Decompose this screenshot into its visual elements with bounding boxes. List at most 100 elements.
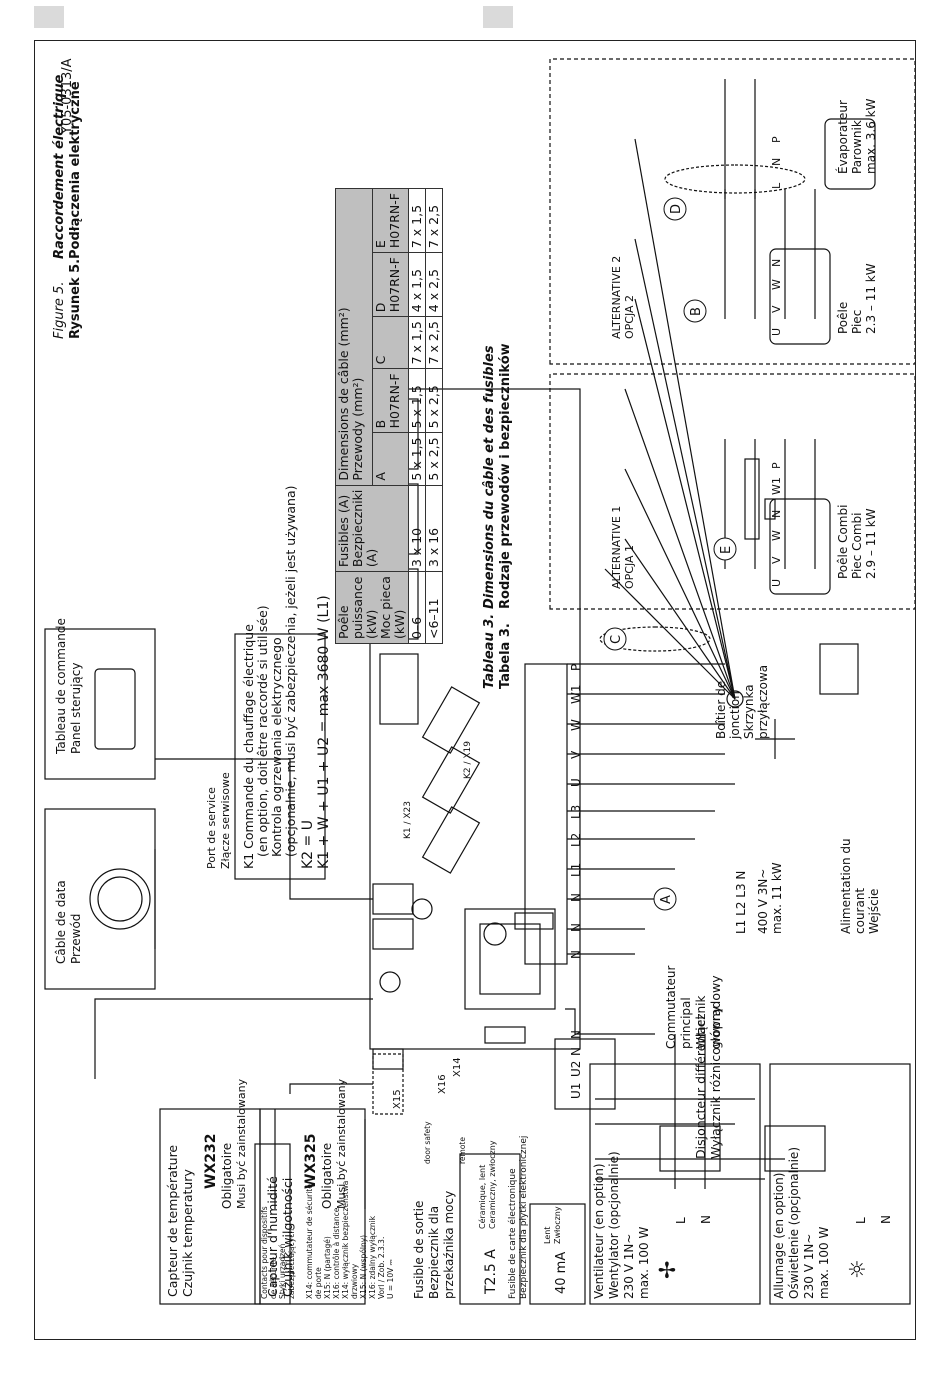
safety-line: drzwiowy: [350, 1263, 359, 1299]
terminal-strip: [524, 663, 568, 965]
alt1-stove-pl: Piec Combi: [850, 513, 864, 579]
x14-label: X14: [452, 1057, 463, 1077]
alt1-pl: OPCJA 1: [623, 545, 636, 589]
k1-pl: Kontrola ogrzewania elektrycznego: [269, 637, 284, 857]
humidity-req-fr: Obligatoire: [320, 1143, 334, 1209]
power-fr2: courant: [853, 888, 867, 934]
table-h-power-line: Poêle: [336, 605, 351, 639]
panel-fr: Tableau de commande: [54, 618, 68, 755]
light-L: L: [854, 1217, 868, 1224]
cell-A: 5 x 2,5: [425, 432, 443, 486]
table-h-fuse: Fusibles (A) Bezpieczniki (A): [335, 485, 409, 572]
fuse-out-type-pl: Ceramiczny, zwłoczny: [488, 1140, 497, 1229]
table-label-pl: Tabela 3.: [498, 623, 513, 689]
callout-D: D: [669, 204, 684, 214]
temperature-pl: Czujnik temperatury: [180, 1169, 195, 1297]
alt1-term: V: [770, 556, 783, 564]
table-h-fuse-line: (A): [364, 548, 379, 568]
table-col-A: A: [372, 432, 409, 486]
fuse-board-type-pl: Zwłoczny: [553, 1206, 562, 1244]
power-spec1: 400 V 3N~: [756, 869, 770, 934]
col-type: H07RN-F: [386, 373, 402, 429]
power-pl: Wejście: [867, 889, 881, 934]
cell-fuse: 3 x 10: [408, 485, 426, 572]
junction-fr2: jonction: [728, 691, 742, 740]
table-h-power-line: (kW): [392, 609, 407, 639]
fuse-board-fr: Fusible de carte électronique: [507, 1168, 518, 1299]
cell-C: 7 x 2,5: [425, 316, 443, 369]
alt2-terminals: U V W N L N P: [770, 136, 783, 336]
safety-line: X14: commutateur de sécurité: [305, 1184, 314, 1299]
page-tab-right: [483, 6, 513, 28]
terminal-N5: N: [569, 1030, 583, 1039]
cell-power: 0–6: [408, 571, 426, 644]
temperature-model: WX232: [203, 1134, 219, 1189]
alt2-range: 2.3 – 11 kW: [864, 263, 878, 334]
fan-spec1: 230 V 1N~: [622, 1234, 636, 1299]
rotated-diagram: Figure 5. Rysunek 5. Raccordement électr…: [35, 41, 915, 1339]
light-pl: Oświetlenie (opcjonalnie): [787, 1147, 801, 1299]
alternative-2-box: [549, 58, 915, 365]
col-type: H07RN-F: [386, 257, 402, 313]
table-h-fuse-line: Bezpieczniki: [350, 489, 365, 568]
control-panel-box: [44, 628, 156, 780]
cell-E: 7 x 1,5: [408, 188, 426, 253]
k2-note: K2 = U: [300, 820, 316, 869]
alt2-term: N: [770, 259, 783, 267]
k2-x19: K2 / X19: [463, 741, 473, 779]
callout-B: B: [689, 307, 704, 316]
alt1-term: N: [770, 510, 783, 518]
safety-line: X15: N (wspólny): [359, 1235, 368, 1299]
main-switch-pl1: Włącznik: [694, 996, 708, 1049]
alt2-evap-term: N: [770, 158, 783, 166]
safety-line: X16: contrôle à distance: [332, 1207, 341, 1299]
table-h-dims-fr: Dimensions de câble (mm²): [336, 307, 351, 481]
figure-title-fr: Raccordement électrique: [52, 75, 67, 259]
panel-pl: Panel sterujący: [69, 663, 83, 754]
fuse-out-pl2: przekaźnika mocy: [442, 1191, 456, 1299]
k1-fr: K1 Commande du chauffage électrique: [241, 624, 256, 869]
figure-label-pl: Rysunek 5.: [68, 259, 83, 339]
col-type: H07RN-F: [386, 193, 402, 249]
k1-x23: K1 / X23: [403, 801, 413, 839]
callout-C: C: [609, 635, 624, 644]
fuse-board-pl: Bezpiecznik dla płytki elektronicznej: [519, 1136, 529, 1299]
safety-line: zabezpieczających: [287, 1229, 296, 1299]
main-switch-pl2: główny: [709, 1006, 723, 1049]
cell-D: 4 x 2,5: [425, 252, 443, 317]
terminal-L2: L2: [569, 833, 583, 847]
service-port-fr: Port de service: [205, 787, 218, 869]
cell-B: 5 x 1,5: [408, 368, 426, 433]
fan-icon: ✢: [656, 1261, 681, 1279]
alt2-fr: ALTERNATIVE 2: [610, 256, 623, 339]
humidity-fr: Capteur d'humidité: [265, 1176, 280, 1297]
alt1-term: P: [770, 462, 783, 469]
col-name: B: [372, 419, 388, 429]
rcd-pl: Wyłącznik różnicowoprądowy: [708, 975, 723, 1159]
cell-fuse: 3 x 16: [425, 485, 443, 572]
cable-table: Poêle puissance (kW) Moc pieca (kW) Fusi…: [335, 188, 443, 644]
table-label-fr: Tableau 3.: [482, 614, 497, 689]
alt2-evap-term: P: [770, 136, 783, 143]
safety-line: Contacts pour dispositifs: [260, 1206, 269, 1299]
k1-fr2: (en option, doit être raccordé si utilis…: [255, 605, 270, 857]
alt1-fr: ALTERNATIVE 1: [610, 506, 623, 589]
fan-pl: Wentylator (opcjonalnie): [607, 1151, 621, 1299]
temperature-fr: Capteur de température: [165, 1145, 180, 1297]
fuse-out-pl1: Bezpiecznik dla: [427, 1206, 441, 1299]
table-row: 0–6 3 x 10 5 x 1,5 5 x 1,5 7 x 1,5 4 x 1…: [408, 188, 426, 644]
bulb-icon: ☼: [846, 1259, 871, 1279]
light-N: N: [879, 1215, 893, 1224]
cell-C: 7 x 1,5: [408, 316, 426, 369]
safety-notes: Contacts pour dispositifs de sécurité St…: [260, 1121, 467, 1299]
temperature-sensor-box: [159, 1108, 261, 1305]
alternative-1-box: [549, 373, 915, 610]
table-h-power-line: (kW): [364, 609, 379, 639]
humidity-model: WX325: [303, 1134, 319, 1189]
wiring-diagram: Figure 5. Rysunek 5. Raccordement électr…: [44, 58, 915, 1305]
evap-fr: Évaporateur: [835, 100, 850, 174]
table-h-fuse-line: Fusibles (A): [336, 494, 351, 568]
